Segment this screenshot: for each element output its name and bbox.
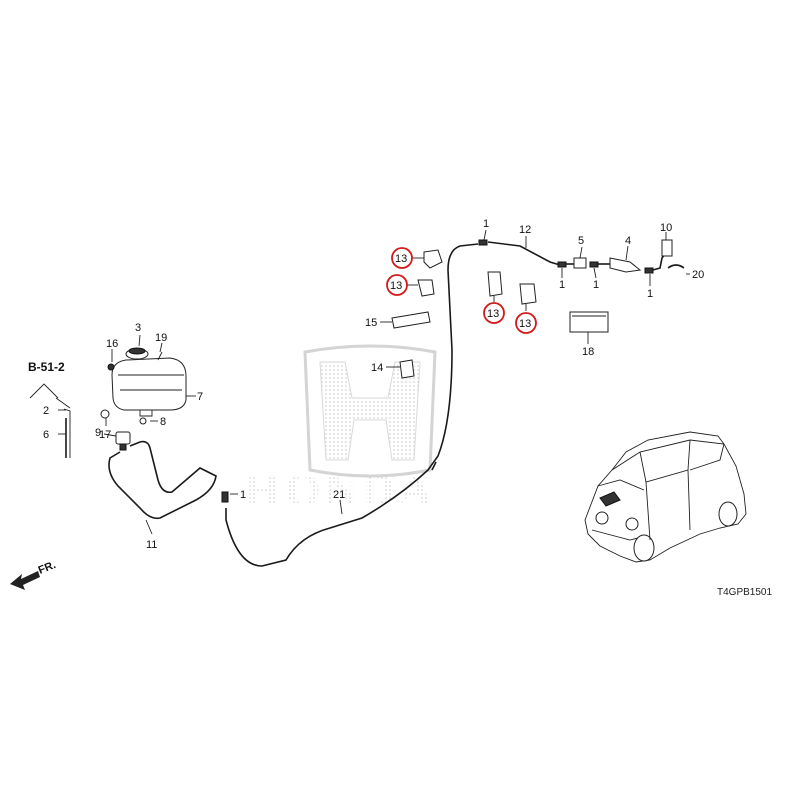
callout-19: 19 — [155, 332, 167, 344]
vehicle-illustration — [584, 431, 747, 563]
washer-tank — [111, 357, 187, 411]
leader-lines — [58, 229, 690, 535]
highlight-13-a — [391, 247, 413, 269]
callout-11: 11 — [146, 539, 157, 551]
callout-2: 2 — [43, 405, 49, 417]
front-direction-marker: FR. — [10, 559, 58, 590]
callout-15: 15 — [365, 317, 377, 329]
reference-group: B-51-2 — [28, 360, 71, 409]
hose-12 — [487, 241, 561, 266]
callout-10: 10 — [660, 222, 672, 234]
highlight-markers — [386, 247, 537, 334]
honda-wordmark: HONDA — [245, 464, 436, 515]
callout-1-d: 1 — [647, 288, 653, 300]
clip-13-c — [487, 271, 503, 297]
washer-pump — [115, 431, 131, 445]
pad-18 — [569, 311, 609, 333]
reference-label: B-51-2 — [28, 360, 65, 374]
callout-13-d: 13 — [519, 318, 531, 330]
callout-14: 14 — [371, 362, 383, 374]
front-label: FR. — [37, 559, 58, 577]
callout-5: 5 — [578, 235, 584, 247]
front-arrow-icon — [10, 571, 40, 590]
grommet — [107, 363, 115, 371]
honda-watermark: HONDA — [245, 344, 437, 515]
hose-21 — [225, 243, 479, 567]
clamp-14 — [399, 359, 415, 379]
highlight-13-d — [515, 312, 537, 334]
bracket-15 — [391, 311, 431, 329]
callout-13-c: 13 — [487, 308, 499, 320]
hose-11 — [108, 440, 217, 520]
callout-20: 20 — [692, 269, 704, 281]
callout-7: 7 — [197, 391, 203, 403]
seal-ring — [100, 409, 110, 419]
reference-arrow — [29, 383, 59, 399]
highlight-13-c — [483, 302, 505, 324]
diagram-code: T4GPB1501 — [717, 587, 772, 598]
clip-13-a — [423, 249, 443, 269]
callout-12: 12 — [519, 224, 531, 236]
callout-18: 18 — [582, 346, 594, 358]
connector-4 — [609, 257, 642, 273]
callout-8: 8 — [160, 416, 166, 428]
callout-13-b: 13 — [390, 280, 402, 292]
callout-16: 16 — [106, 338, 118, 350]
callout-1-b: 1 — [559, 279, 565, 291]
callout-1-top: 1 — [483, 218, 489, 230]
clip-13-b — [417, 279, 435, 297]
washer-tank-assembly — [63, 347, 187, 458]
joint-1-upper — [478, 239, 488, 246]
callout-1-lower: 1 — [240, 489, 246, 501]
upper-line-parts — [391, 239, 685, 379]
callout-3: 3 — [135, 322, 141, 334]
callout-13-a: 13 — [395, 253, 407, 265]
connector-5 — [573, 257, 587, 269]
washer-nozzle-10 — [661, 239, 673, 257]
honda-h-logo — [303, 344, 437, 478]
callout-21: 21 — [333, 489, 345, 501]
highlight-13-b — [386, 274, 408, 296]
joint-1-lower — [221, 491, 229, 503]
callout-17: 17 — [99, 429, 111, 441]
callout-1-c: 1 — [593, 279, 599, 291]
hose-20 — [667, 264, 685, 269]
callout-labels: 3 19 16 7 8 17 9 2 6 11 1 21 1 12 5 4 10… — [43, 218, 704, 551]
clip-13-d — [519, 283, 537, 305]
callout-9: 9 — [95, 427, 101, 439]
callout-4: 4 — [625, 235, 631, 247]
callout-6: 6 — [43, 429, 49, 441]
